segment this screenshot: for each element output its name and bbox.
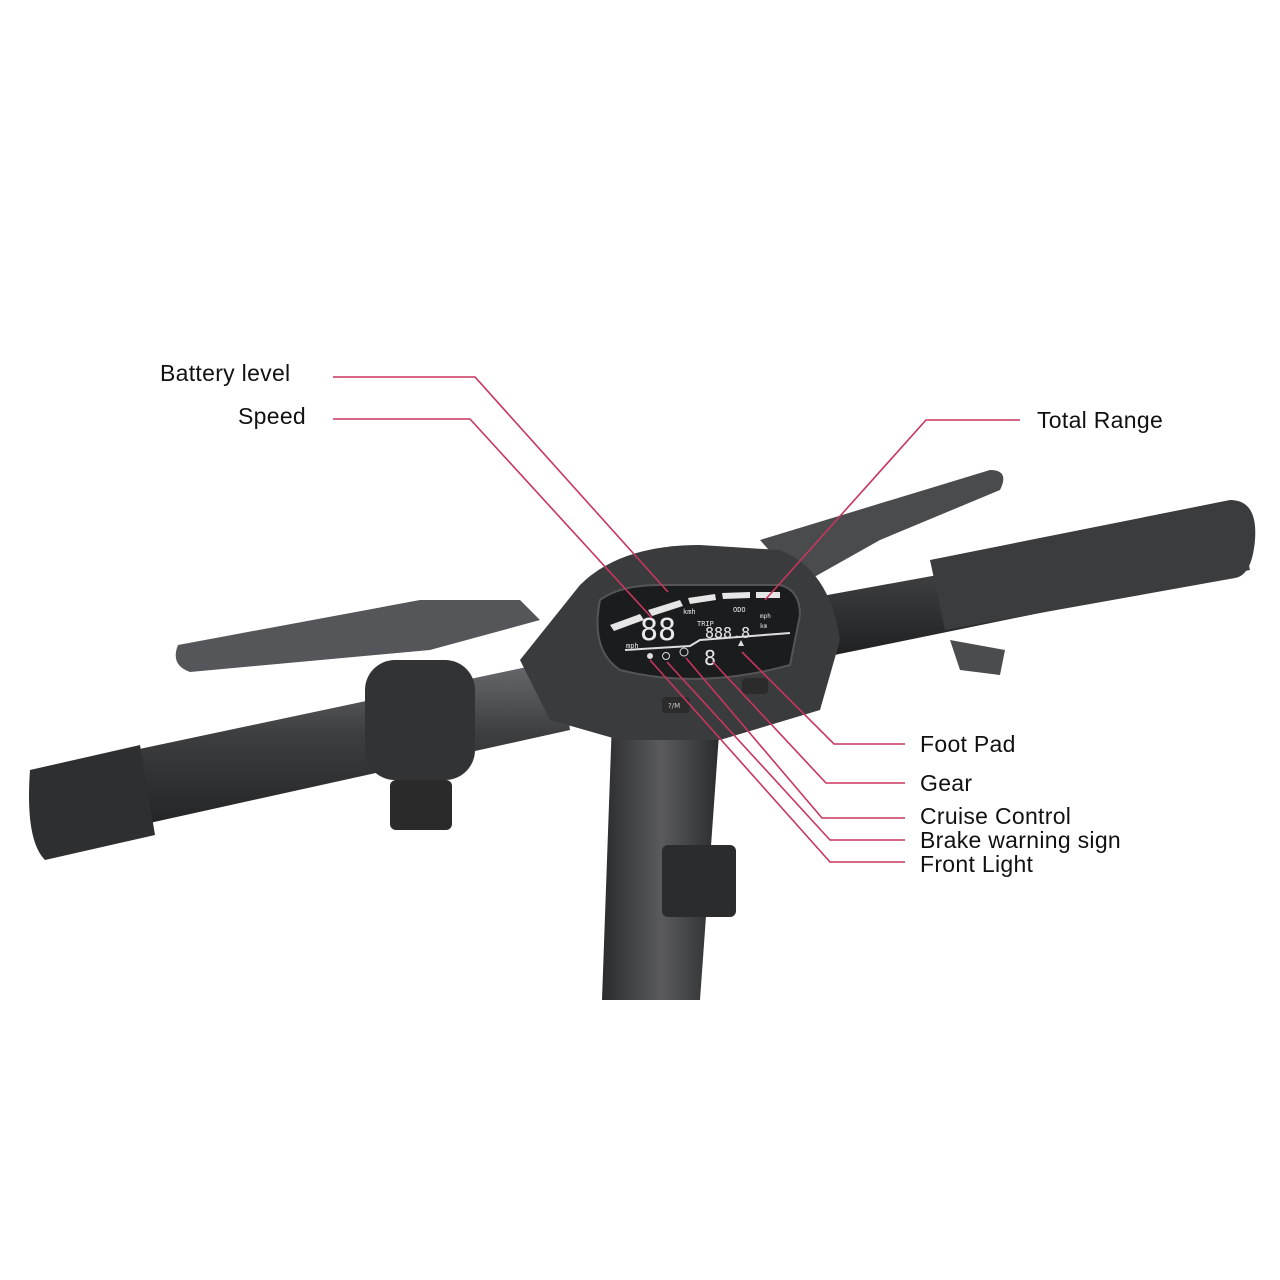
leader-total-range (764, 419, 1020, 601)
left-brake-lever (175, 600, 540, 672)
left-grip-end (29, 745, 155, 860)
stem-clip (662, 845, 736, 917)
leader-foot-pad (741, 651, 905, 745)
trip-label: TRIP (697, 620, 714, 628)
leader-front-light (649, 659, 905, 863)
left-switch (390, 780, 452, 830)
leader-brake (666, 661, 905, 841)
power-button[interactable] (742, 678, 768, 694)
leader-lines (333, 376, 1020, 863)
left-clamp (365, 660, 475, 780)
brake-warning-icon (662, 652, 670, 660)
leader-battery (333, 376, 669, 593)
leader-gear (712, 661, 905, 784)
right-grip (930, 500, 1256, 630)
cruise-control-icon (679, 647, 689, 657)
range-mph-unit: mph (760, 613, 771, 620)
mode-button-label: ?/M (668, 702, 680, 710)
battery-segments (610, 592, 780, 631)
range-km-unit: km (760, 623, 768, 630)
label-front-light: Front Light (920, 851, 1034, 877)
speed-digits: 88 (640, 613, 676, 648)
label-brake-warning: Brake warning sign (920, 827, 1122, 853)
leader-cruise (685, 657, 905, 819)
label-speed: Speed (238, 403, 307, 429)
label-total-range: Total Range (1037, 407, 1164, 433)
foot-pad-icon (738, 640, 744, 646)
mode-button[interactable] (662, 697, 690, 713)
leader-speed (333, 418, 653, 619)
odo-label: ODO (733, 606, 746, 614)
right-brake-lever (760, 470, 1004, 585)
kmh-unit: kmh (683, 608, 696, 616)
front-light-icon (647, 653, 653, 659)
gear-digit: 8 (704, 646, 716, 670)
mph-unit: mph (626, 642, 639, 650)
right-thumb-throttle (950, 640, 1005, 675)
label-battery-level: Battery level (160, 360, 291, 386)
stem (602, 720, 720, 1000)
display-divider (624, 632, 791, 651)
label-foot-pad: Foot Pad (920, 731, 1016, 757)
label-cruise-control: Cruise Control (920, 803, 1072, 829)
label-gear: Gear (920, 770, 973, 796)
